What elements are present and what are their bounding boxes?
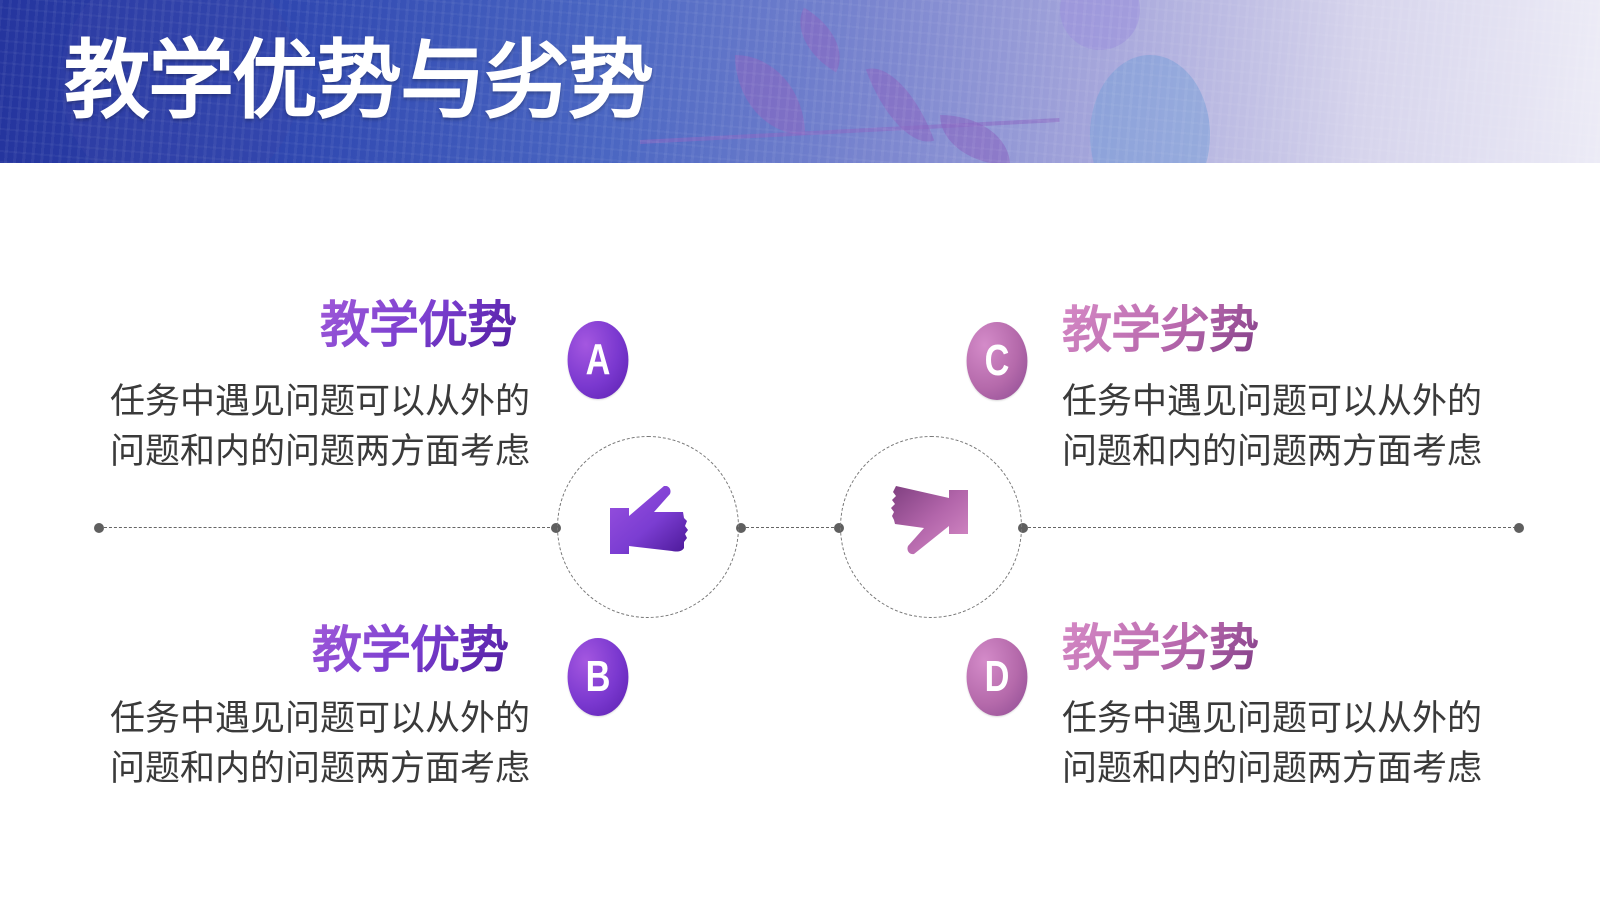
timeline-line-right [1023, 527, 1521, 528]
disadvantage-icon-ring [840, 436, 1022, 618]
thumbs-up-icon [610, 486, 688, 554]
description-line: 问题和内的问题两方面考虑 [1062, 749, 1483, 789]
timeline-node [736, 523, 746, 533]
section-d-badge: D [966, 638, 1028, 716]
timeline-line-left [99, 527, 555, 528]
section-a-title: 教学优势 [320, 296, 517, 354]
header-banner: 教学优势与劣势 [0, 0, 1600, 163]
section-d-title: 教学劣势 [1062, 619, 1259, 677]
description-line: 问题和内的问题两方面考虑 [1062, 432, 1483, 472]
section-c-badge: C [966, 322, 1028, 400]
banner-texture [0, 0, 1600, 163]
section-b-description: 任务中遇见问题可以从外的 问题和内的问题两方面考虑 [90, 694, 530, 794]
section-c-description: 任务中遇见问题可以从外的 问题和内的问题两方面考虑 [1062, 377, 1502, 477]
advantage-icon-ring [557, 436, 739, 618]
page-title: 教学优势与劣势 [64, 31, 654, 131]
section-d-description: 任务中遇见问题可以从外的 问题和内的问题两方面考虑 [1062, 694, 1502, 794]
timeline-node [1018, 523, 1028, 533]
thumbs-down-icon [891, 486, 968, 555]
timeline-line-middle [741, 527, 839, 528]
description-line: 问题和内的问题两方面考虑 [109, 749, 530, 789]
description-line: 任务中遇见问题可以从外的 [109, 382, 530, 422]
section-c-title: 教学劣势 [1062, 301, 1259, 359]
section-b-badge: B [567, 638, 629, 716]
section-b-title: 教学优势 [312, 621, 509, 679]
description-line: 任务中遇见问题可以从外的 [1062, 382, 1483, 422]
timeline-endpoint-right [1514, 523, 1524, 533]
timeline-node [834, 523, 844, 533]
description-line: 任务中遇见问题可以从外的 [109, 699, 530, 739]
timeline-node [551, 523, 561, 533]
description-line: 任务中遇见问题可以从外的 [1062, 699, 1483, 739]
section-a-description: 任务中遇见问题可以从外的 问题和内的问题两方面考虑 [90, 377, 530, 477]
timeline-endpoint-left [94, 523, 104, 533]
description-line: 问题和内的问题两方面考虑 [109, 432, 530, 472]
decorative-blob [60, 0, 300, 163]
section-a-badge: A [567, 321, 629, 399]
